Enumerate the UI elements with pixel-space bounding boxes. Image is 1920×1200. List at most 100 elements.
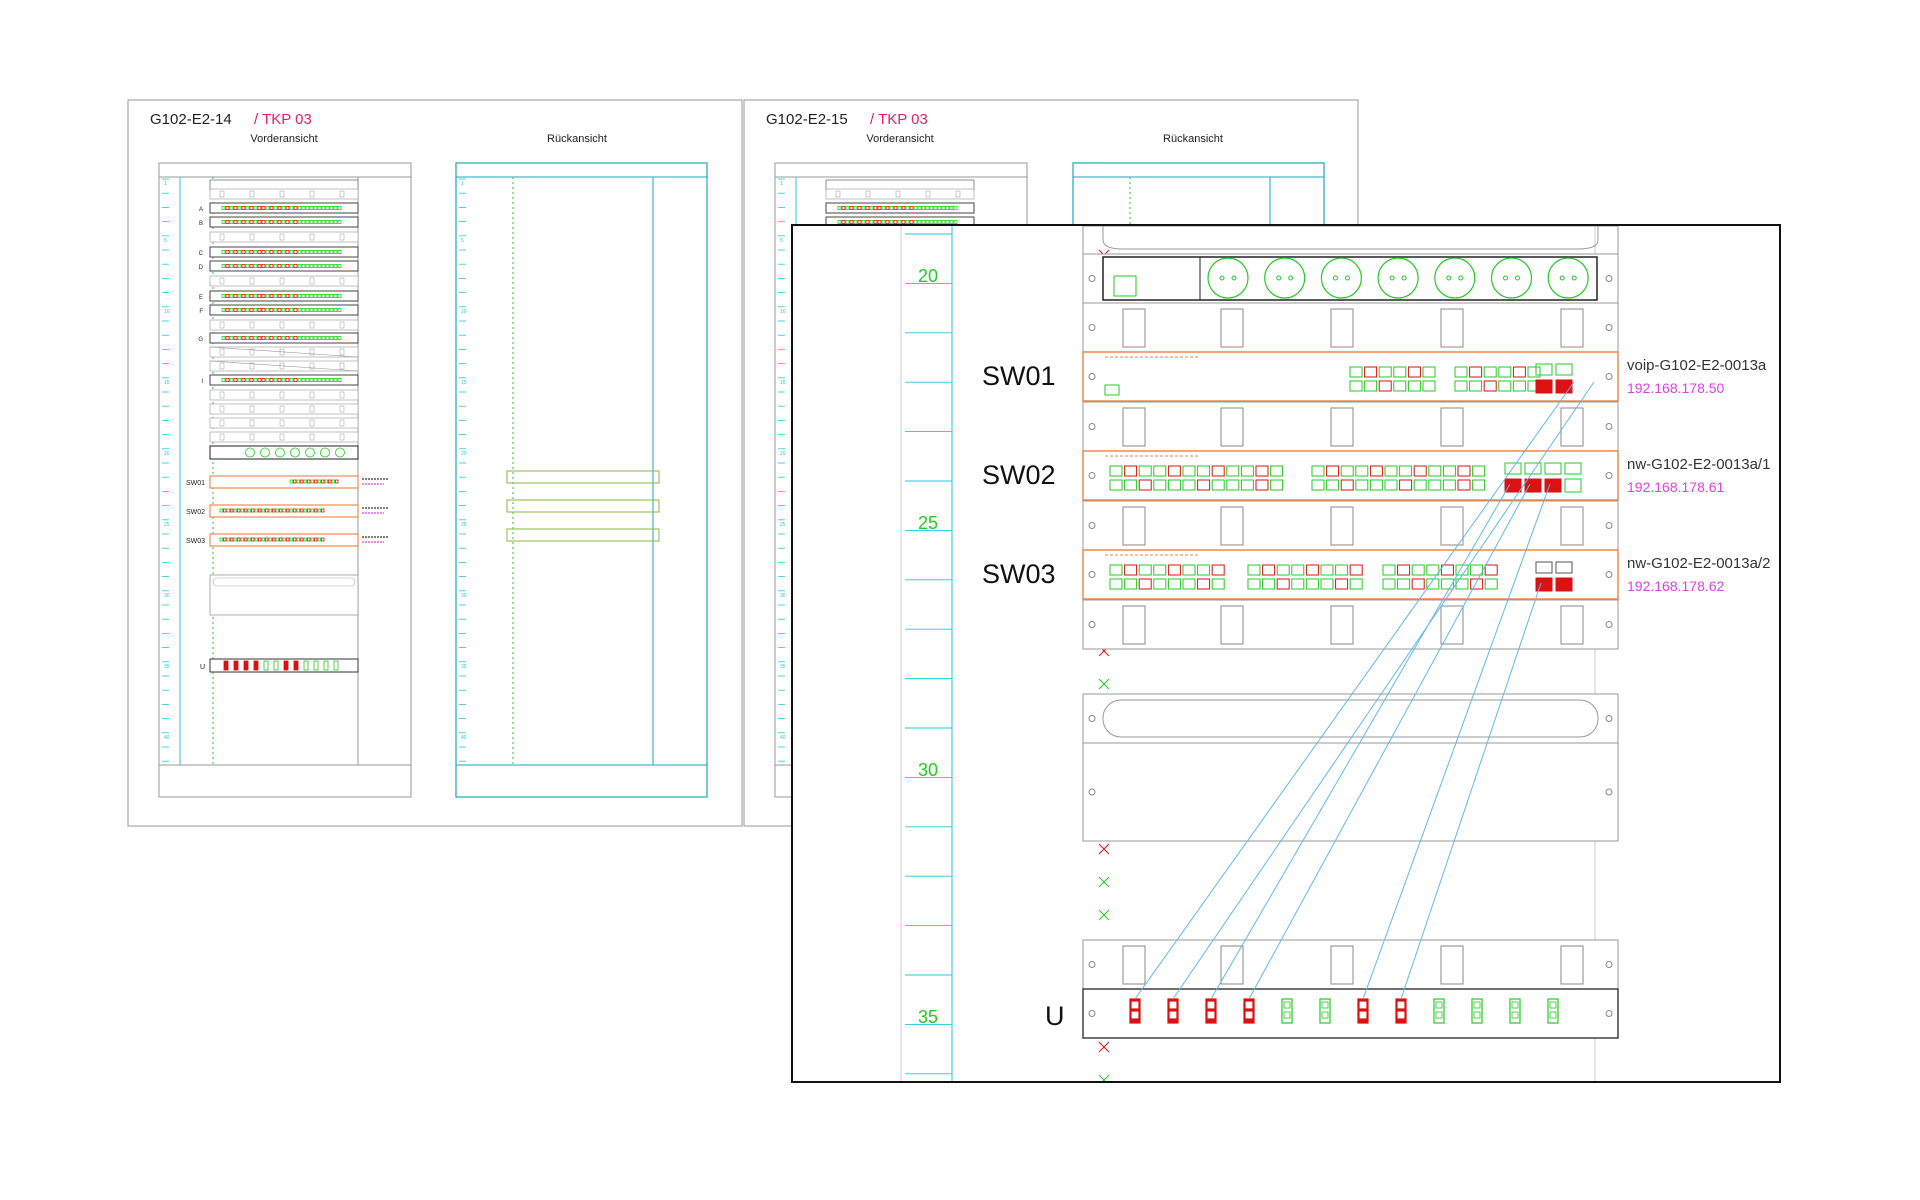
cable-guide [1082,302,1619,353]
mount-hole [1088,373,1096,380]
port [309,294,314,298]
port [909,206,914,210]
rail-marker [1098,876,1110,888]
port [249,378,254,382]
port [221,336,226,340]
port [265,264,270,268]
mount-hole [1605,472,1613,479]
cable-guide [1082,599,1619,650]
guide-slot [1330,506,1354,546]
uplink-port [1504,478,1522,493]
port [229,220,234,224]
port [285,264,290,268]
switch-port-upper [1428,465,1442,477]
port [229,336,234,340]
switch-port [240,537,244,542]
fiber-port-lc [1511,1001,1519,1009]
port [321,336,326,340]
ruler-label: 10 [780,309,786,315]
port [221,308,226,312]
guide-slot [1122,945,1146,985]
port [281,336,286,340]
fiber-port [313,660,319,671]
switch-port [289,508,293,513]
port [241,250,246,254]
panel-letter: A [199,207,203,213]
ruler-label: 25 [164,522,170,528]
switch-port [286,508,290,513]
fiber-port [263,660,269,671]
fiber-port-lc [1283,1001,1291,1009]
port [321,294,326,298]
switch-port-upper [1355,465,1369,477]
port [237,264,242,268]
fiber-port-lc [1321,1011,1329,1019]
patch-panel [209,290,359,302]
ruler-label: 1 [780,181,783,187]
switch-port [272,537,276,542]
patch-cable [1134,381,1575,1000]
uplink-port-top [1564,462,1582,475]
port [297,294,302,298]
mount-hole [1088,522,1096,529]
port [265,206,270,210]
switch-port-upper [1469,366,1483,378]
fiber-port-lc [1245,1001,1253,1009]
panel-letter: I [201,379,203,385]
switch-port [268,508,272,513]
ruler-label: 35 [461,664,467,670]
port [325,294,330,298]
port [289,378,294,382]
port [225,294,230,298]
port [885,206,890,210]
guide-slot [1560,506,1584,546]
switch-port-upper [1182,564,1196,576]
switch-port-upper [1426,564,1440,576]
shelf [209,574,359,616]
socket [305,447,315,458]
fiber-port-lc [1511,1011,1519,1019]
switch-port [233,537,237,542]
switch-port [230,537,234,542]
switch-port-upper [1527,366,1541,378]
port [249,308,254,312]
shelf-handle [212,577,356,587]
port [293,264,298,268]
switch-port-lower [1182,479,1196,491]
port [257,378,262,382]
guide-slot [219,405,225,413]
switch-port [282,508,286,513]
port [253,336,258,340]
switch-port-upper [1422,366,1436,378]
guide-slot [339,391,345,399]
ruler-label: 40 [461,735,467,741]
guide-slot [1560,605,1584,645]
port [229,294,234,298]
switch-port-upper [1291,564,1305,576]
port [909,220,914,224]
switch-port-lower [1255,479,1269,491]
switch-port-upper [1153,465,1167,477]
port [333,308,338,312]
port [905,206,910,210]
port [241,378,246,382]
fiber-port-lc [1169,1011,1177,1019]
guide-slot [339,277,345,285]
port [869,206,874,210]
switch-port-upper [1167,564,1181,576]
cable-manager [1102,226,1599,250]
switch-port-lower [1399,479,1413,491]
port [253,264,258,268]
port [321,206,326,210]
port [237,378,242,382]
port [857,206,862,210]
port [237,294,242,298]
panel-letter: C [199,251,204,257]
switch-port-lower [1182,578,1196,590]
guide-slot [1220,308,1244,348]
guide-slot [219,233,225,241]
ruler-label: 30 [461,593,467,599]
switch-port [265,537,269,542]
guide-slot [1122,506,1146,546]
